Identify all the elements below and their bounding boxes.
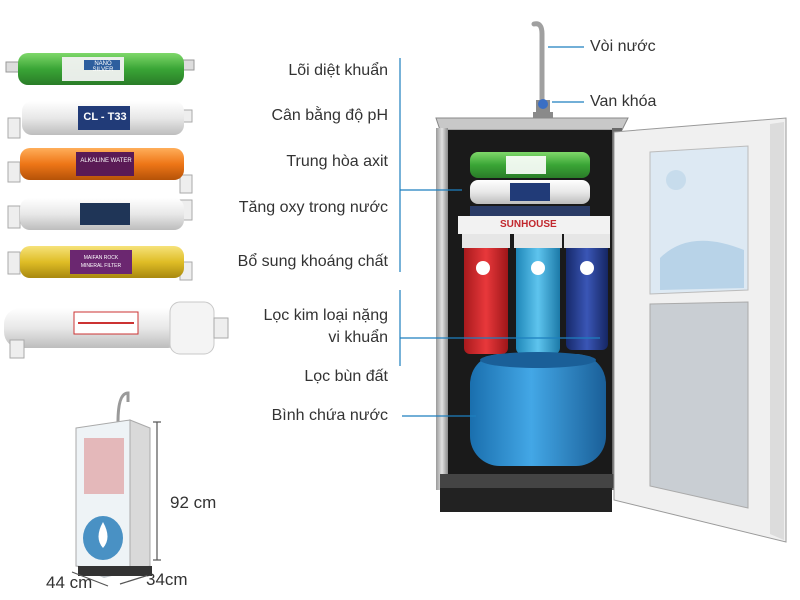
label-loc-kim-loai-line2: vi khuẩn [328, 329, 388, 346]
cl-t33-cartridge [7, 101, 193, 139]
brand-bar-text: SUNHOUSE [500, 219, 557, 230]
label-loc-bun-dat: Lọc bùn đất [304, 368, 388, 385]
label-binh-chua-nuoc: Bình chứa nước [271, 407, 388, 424]
label-trung-hoa-axit: Trung hòa axit [286, 153, 388, 170]
dimension-depth: 34cm [146, 570, 188, 589]
dimension-width: 44 cm [46, 573, 93, 592]
label-loi-diet-khuan: Lõi diệt khuẩn [288, 62, 388, 79]
label-tang-oxy: Tăng oxy trong nước [238, 199, 388, 216]
nano-silver-cartridge [5, 53, 195, 85]
membrane-cartridge [4, 301, 229, 359]
callout-lines [399, 46, 600, 417]
dimension-height: 92 cm [170, 493, 217, 512]
cartridge-text-alkaline: ALKALINE WATER [80, 158, 132, 164]
label-loc-kim-loai-line1: Lọc kim loại nặng [263, 307, 388, 324]
mineral-cartridge [7, 246, 193, 281]
cartridge-text-mineral: MAIFAN ROCK MINERAL FILTER [80, 255, 122, 269]
alkaline-cartridge [7, 148, 193, 194]
label-van-khoa: Van khóa [590, 93, 657, 110]
cartridge-text-nano: NANO SILVER [92, 61, 114, 73]
oxygen-cartridge [7, 198, 193, 230]
label-bo-sung-khoang: Bổ sung khoáng chất [237, 253, 388, 270]
label-can-bang-ph: Cân bằng độ pH [271, 107, 388, 124]
label-column: Lõi diệt khuẩn Cân bằng độ pH Trung hòa … [200, 0, 388, 600]
cartridge-text-clt33: CL - T33 [83, 111, 127, 123]
label-voi-nuoc: Vòi nước [590, 38, 656, 55]
small-product-image [71, 391, 161, 587]
water-purifier-image [435, 21, 787, 543]
